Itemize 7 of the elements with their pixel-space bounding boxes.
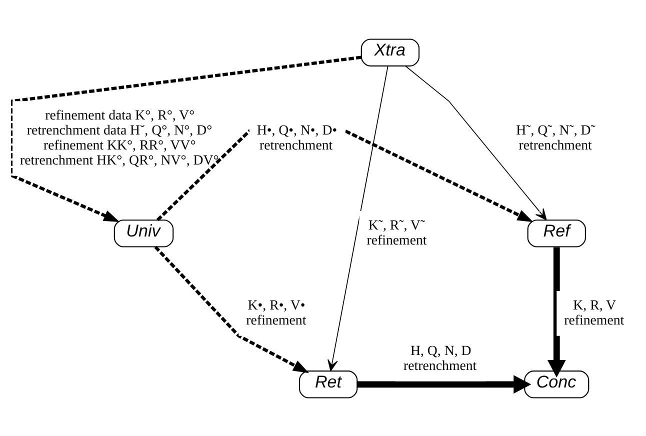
edge-label: K, R, V refinement	[564, 297, 624, 328]
edge-label: H, Q, N, D retrenchment	[404, 342, 477, 372]
edge-label: H•, Q•, N•, D• retrenchment	[256, 122, 338, 152]
edge-label: K•, R•, V• refinement	[246, 297, 306, 328]
edge-label: refinement data K°, R°, V° retrenchment data H˘, Q°, N°, D° refinement KK°, RR°, VV° retrenchment HK°, QR°, NV°, DV°	[20, 107, 219, 168]
edge-label: H˜, Q˜, N˜, D˜ retrenchment	[516, 122, 596, 152]
edge-label: K˜, R˜, V˜ refinement	[366, 217, 427, 248]
